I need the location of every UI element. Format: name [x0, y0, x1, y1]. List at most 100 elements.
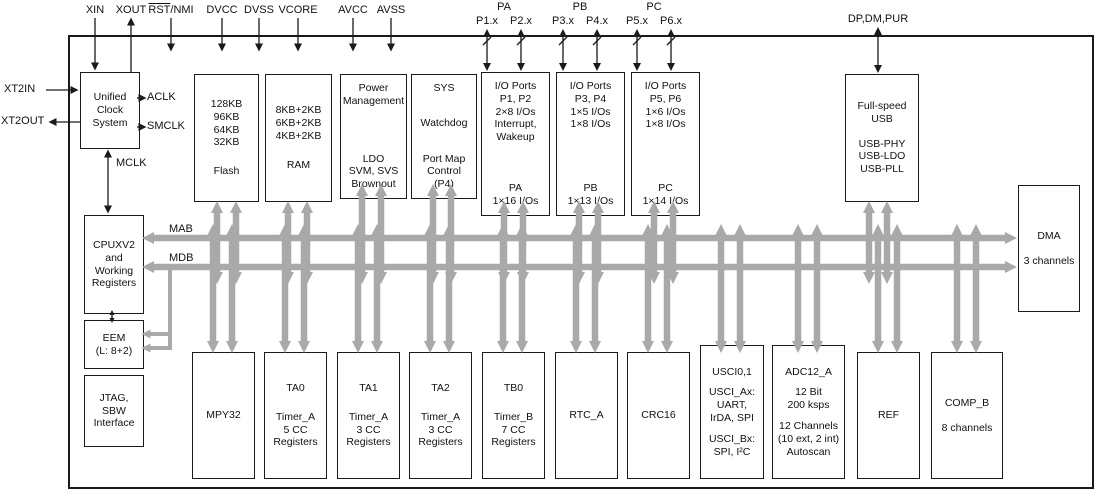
cpu-line: and: [105, 251, 123, 264]
pin-label-p5x: P5.x: [625, 15, 649, 27]
io56-line: 1×14 I/Os: [642, 195, 689, 208]
pin-label-vcore: VCORE: [278, 4, 318, 16]
block-io-ports-p1-p2: I/O Ports P1, P2 2×8 I/Os Interrupt, Wak…: [481, 72, 550, 216]
io12-line: PA: [508, 182, 523, 195]
io34-line: 1×8 I/Os: [570, 118, 611, 131]
flash-size: 96KB: [213, 110, 240, 123]
block-unified-clock-system: Unified Clock System: [80, 72, 140, 149]
tb0-sub: Timer_B 7 CC Registers: [491, 411, 535, 449]
sys-portmap-line: (P4): [434, 178, 454, 191]
block-jtag: JTAG, SBW Interface: [84, 375, 144, 447]
block-mpy32: MPY32: [192, 352, 255, 479]
port-group-label-pa: PA: [497, 1, 511, 13]
block-io-ports-p3-p4: I/O Ports P3, P4 1×5 I/Os 1×8 I/Os PB 1×…: [556, 72, 625, 216]
pmm-title-line: Power: [358, 82, 389, 94]
adc-line: Autoscan: [786, 445, 831, 458]
bus-label-mdb: MDB: [169, 252, 194, 264]
io12-bottom: PA 1×16 I/Os: [493, 182, 539, 208]
pmm-title-line: Management: [342, 94, 405, 107]
ref-title: REF: [878, 409, 899, 422]
block-ta2: TA2 Timer_A 3 CC Registers: [409, 352, 472, 479]
io34-top: I/O Ports P3, P4 1×5 I/Os 1×8 I/Os: [570, 80, 611, 131]
sys-portmap-line: Control: [427, 165, 461, 178]
block-io-ports-p5-p6: I/O Ports P5, P6 1×6 I/Os 1×8 I/Os PC 1×…: [631, 72, 700, 216]
flash-title: Flash: [213, 165, 240, 178]
block-adc12: ADC12_A 12 Bit 200 ksps 12 Channels (10 …: [772, 345, 845, 479]
io56-line: P5, P6: [649, 92, 682, 105]
eem-line: EEM: [102, 331, 126, 344]
block-comp-b: COMP_B 8 channels: [931, 352, 1003, 479]
flash-size: 64KB: [213, 123, 240, 136]
pin-label-dvss: DVSS: [244, 4, 274, 16]
sys-title: SYS: [433, 82, 455, 94]
pin-label-p4x: P4.x: [585, 15, 609, 27]
ta1-line: Registers: [346, 436, 391, 449]
adc-line: (10 ext, 2 int): [777, 432, 840, 445]
usci-line: SPI, I²C: [713, 445, 751, 458]
pin-label-dvcc: DVCC: [206, 4, 238, 16]
usci-line: IrDA, SPI: [710, 412, 754, 424]
ta0-line: Registers: [273, 436, 318, 449]
jtag-line: JTAG,: [99, 391, 129, 404]
block-eem: EEM (L: 8+2): [84, 320, 144, 369]
adc-spec: 12 Bit 200 ksps: [787, 386, 829, 412]
block-tb0: TB0 Timer_B 7 CC Registers: [482, 352, 545, 479]
usb-feature: USB-PLL: [860, 163, 904, 176]
pin-label-xout: XOUT: [115, 4, 147, 16]
usb-title-line: USB: [871, 112, 893, 125]
adc-channels: 12 Channels (10 ext, 2 int) Autoscan: [778, 420, 839, 458]
adc-line: 200 ksps: [787, 399, 830, 412]
io56-line: 1×6 I/Os: [645, 105, 686, 118]
tb0-line: Registers: [491, 436, 536, 449]
block-dma: DMA 3 channels: [1018, 185, 1080, 312]
ta2-line: 3 CC: [428, 423, 453, 436]
io56-bottom: PC 1×14 I/Os: [643, 182, 689, 208]
usci-line: UART,: [716, 399, 748, 412]
usb-title: Full-speed USB: [857, 100, 906, 126]
ram-size: 8KB+2KB: [275, 104, 322, 117]
io34-line: 1×5 I/Os: [570, 105, 611, 118]
flash-size: 128KB: [210, 98, 243, 110]
block-rtc: RTC_A: [555, 352, 618, 479]
sys-watchdog: Watchdog: [420, 117, 468, 130]
usci-b: USCI_Bx: SPI, I²C: [709, 433, 755, 459]
pin-label-p6x: P6.x: [659, 15, 683, 27]
ta2-line: Timer_A: [420, 410, 461, 423]
cpu-line: CPUXV2: [92, 238, 135, 251]
block-ram: 8KB+2KB 6KB+2KB 4KB+2KB RAM: [265, 74, 332, 202]
sys-portmap-line: Port Map: [422, 152, 466, 165]
io34-line: 1×13 I/Os: [567, 195, 614, 208]
io56-line: PC: [658, 182, 673, 195]
signal-label-smclk: SMCLK: [147, 120, 185, 132]
pin-label-usb: DP,DM,PUR: [847, 13, 909, 25]
pin-label-rst-nmi: RST/NMI: [148, 4, 193, 16]
ucs-line: System: [92, 116, 128, 129]
nmi-part: /NMI: [170, 4, 194, 16]
usb-features: USB-PHY USB-LDO USB-PLL: [859, 138, 906, 176]
pmm-feature: SVM, SVS: [348, 165, 399, 178]
io12-top: I/O Ports P1, P2 2×8 I/Os Interrupt, Wak…: [494, 80, 536, 144]
io34-line: P3, P4: [574, 92, 607, 105]
signal-label-mclk: MCLK: [116, 157, 147, 169]
ta1-sub: Timer_A 3 CC Registers: [346, 411, 390, 449]
block-ta0: TA0 Timer_A 5 CC Registers: [264, 352, 327, 479]
block-sys: SYS Watchdog Port Map Control (P4): [411, 74, 477, 199]
pin-label-avss: AVSS: [376, 4, 406, 16]
ram-title: RAM: [286, 158, 311, 171]
block-usb: Full-speed USB USB-PHY USB-LDO USB-PLL: [845, 74, 919, 202]
tb0-title: TB0: [503, 381, 524, 394]
pin-label-p3x: P3.x: [551, 15, 575, 27]
flash-size: 32KB: [213, 136, 240, 149]
cpu-line: Working: [94, 264, 134, 277]
usci-title: USCI0,1: [712, 365, 752, 378]
ta1-line: Timer_A: [348, 410, 389, 423]
ta2-sub: Timer_A 3 CC Registers: [418, 411, 462, 449]
block-ref: REF: [857, 352, 920, 479]
io12-line: P1, P2: [499, 92, 532, 105]
jtag-line: Interface: [93, 417, 135, 430]
tb0-line: Timer_B: [493, 410, 534, 423]
io34-line: PB: [583, 182, 598, 195]
ta0-line: 5 CC: [283, 423, 308, 436]
bus-label-mab: MAB: [169, 223, 193, 235]
